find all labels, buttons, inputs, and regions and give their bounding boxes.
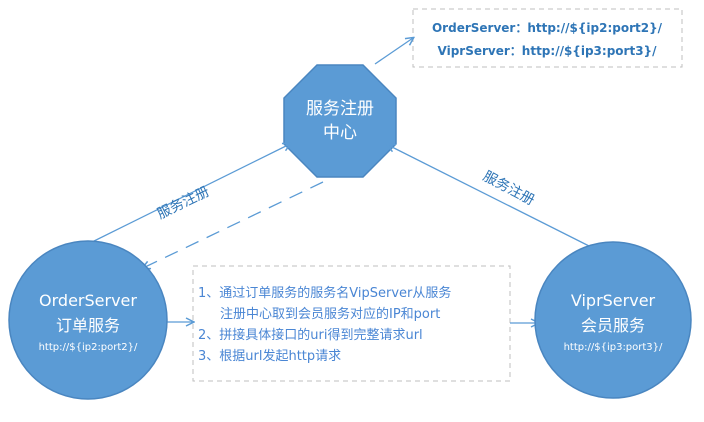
vipr-register-arrow xyxy=(388,145,596,250)
steps-note-border xyxy=(192,265,511,382)
registry-table-border xyxy=(412,8,683,68)
vipr-register-label: 服务注册 xyxy=(480,168,537,208)
vipr-server-label: 会员服务 xyxy=(581,316,645,335)
vipr-server-node[interactable]: ViprServer 会员服务 http://${ip3:port3}/ xyxy=(534,241,692,399)
order-server-name: OrderServer xyxy=(39,291,137,310)
registry-center-title-line2: 中心 xyxy=(323,123,357,143)
registry-center-octagon xyxy=(283,64,397,178)
registry-table-row-order: OrderServer：http://${ip2:port2}/ xyxy=(432,21,663,35)
registry-table-row-vipr: ViprServer：http://${ip3:port3}/ xyxy=(438,44,658,58)
registry-lookup-dashed-arrow xyxy=(143,181,324,268)
order-server-label: 订单服务 xyxy=(56,316,120,335)
order-register-label: 服务注册 xyxy=(155,184,212,223)
registry-to-table-arrow xyxy=(374,38,413,65)
step-1-line-2: 注册中心取到会员服务对应的IP和port xyxy=(220,306,440,322)
registry-center-title-line1: 服务注册 xyxy=(306,99,374,119)
vipr-server-url: http://${ip3:port3}/ xyxy=(564,342,663,353)
step-3: 3、根据url发起http请求 xyxy=(198,348,341,364)
vipr-server-circle xyxy=(534,241,692,399)
order-server-url: http://${ip2:port2}/ xyxy=(39,342,138,353)
registry-center-node[interactable]: 服务注册 中心 xyxy=(283,64,397,178)
order-register-arrow xyxy=(87,144,290,245)
order-server-circle xyxy=(8,240,168,400)
step-2: 2、拼接具体接口的uri得到完整请求url xyxy=(198,327,423,343)
steps-note: 1、通过订单服务的服务名VipServer从服务 注册中心取到会员服务对应的IP… xyxy=(192,265,511,382)
vipr-server-name: ViprServer xyxy=(571,291,656,310)
step-1-line-1: 1、通过订单服务的服务名VipServer从服务 xyxy=(198,285,451,301)
order-server-node[interactable]: OrderServer 订单服务 http://${ip2:port2}/ xyxy=(8,240,168,400)
registry-table: OrderServer：http://${ip2:port2}/ ViprSer… xyxy=(412,8,683,68)
